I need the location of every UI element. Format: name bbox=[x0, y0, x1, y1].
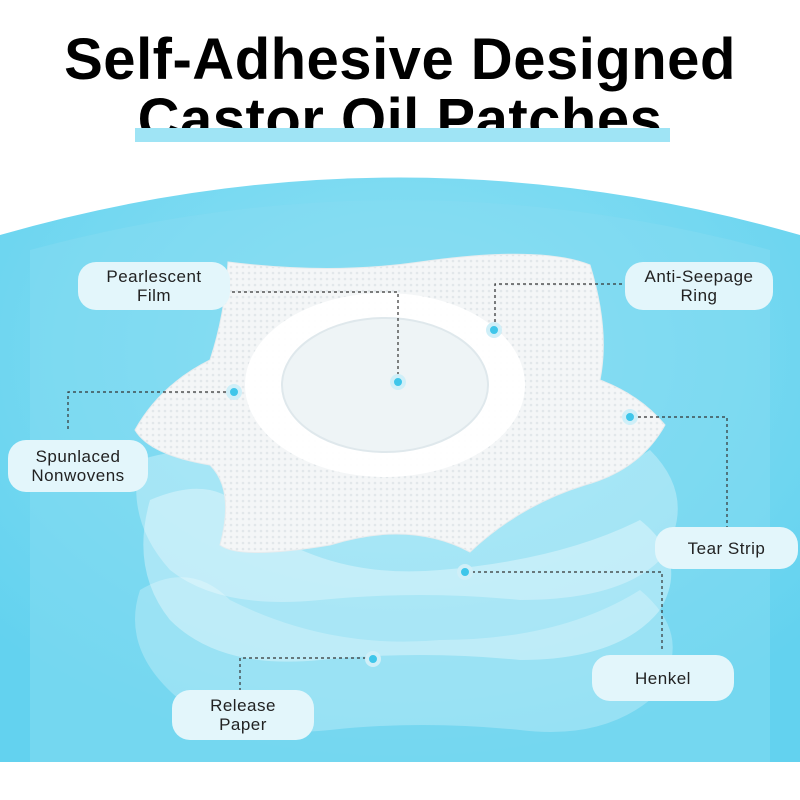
pearlescent-film bbox=[281, 317, 489, 453]
henkel-layer bbox=[143, 488, 672, 662]
leader-release bbox=[239, 657, 372, 690]
dot-henkel bbox=[457, 564, 473, 580]
title-line-1: Self-Adhesive Designed bbox=[64, 27, 736, 92]
page-title: Self-Adhesive Designed Castor Oil Patche… bbox=[0, 30, 800, 150]
dot-anti-seepage bbox=[486, 322, 502, 338]
leader-anti-seepage bbox=[494, 283, 628, 328]
leader-pearlescent bbox=[232, 291, 399, 380]
label-pearlescent-film: Pearlescent Film bbox=[78, 262, 230, 310]
label-henkel: Henkel bbox=[592, 655, 734, 701]
leader-tear-strip bbox=[632, 416, 728, 532]
leader-spunlaced bbox=[67, 391, 232, 432]
label-spunlaced-nonwovens: Spunlaced Nonwovens bbox=[8, 440, 148, 492]
dot-spunlaced bbox=[226, 384, 242, 400]
title-underline bbox=[135, 128, 670, 142]
dot-tear-strip bbox=[622, 409, 638, 425]
dot-pearlescent bbox=[390, 374, 406, 390]
dot-release bbox=[365, 651, 381, 667]
label-release-paper: Release Paper bbox=[172, 690, 314, 740]
label-tear-strip: Tear Strip bbox=[655, 527, 798, 569]
label-anti-seepage-ring: Anti-Seepage Ring bbox=[625, 262, 773, 310]
